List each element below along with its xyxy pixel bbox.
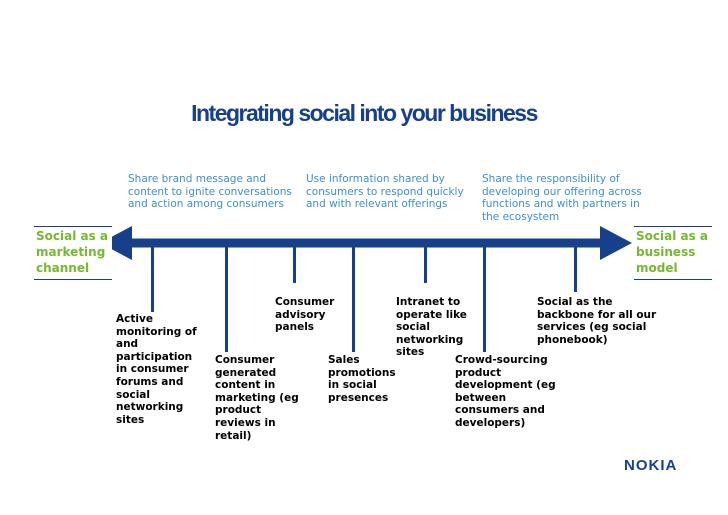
tick-sales-promotions	[352, 247, 355, 352]
page-title: Integrating social into your business	[191, 100, 538, 126]
tick-social-backbone	[574, 247, 577, 292]
tick-consumer-advisory	[293, 247, 296, 283]
tick-active-monitoring	[151, 247, 154, 312]
item-consumer-advisory-panels: Consumer advisory panels	[275, 296, 335, 334]
social-marketing-channel-label: Social as a marketing channel	[34, 226, 113, 280]
nokia-logo: NOKIA	[624, 457, 678, 474]
tick-intranet	[424, 247, 427, 283]
social-business-model-label: Social as a business model	[634, 226, 713, 280]
item-active-monitoring: Active monitoring of and participation i…	[116, 313, 197, 426]
item-consumer-generated-content: Consumer generated content in marketing …	[215, 354, 299, 442]
top-text-use-information: Use information shared by consumers to r…	[306, 173, 464, 210]
tick-crowd-sourcing	[483, 247, 486, 352]
item-social-backbone: Social as the backbone for all our servi…	[537, 296, 657, 346]
top-text-share-responsibility: Share the responsibility of developing o…	[482, 173, 642, 223]
item-crowd-sourcing: Crowd-sourcing product development (eg b…	[455, 354, 556, 429]
item-intranet: Intranet to operate like social networki…	[396, 296, 467, 359]
item-sales-promotions: Sales promotions in social presences	[328, 354, 396, 404]
tick-consumer-generated	[225, 247, 228, 352]
top-text-brand-message: Share brand message and content to ignit…	[128, 173, 292, 210]
